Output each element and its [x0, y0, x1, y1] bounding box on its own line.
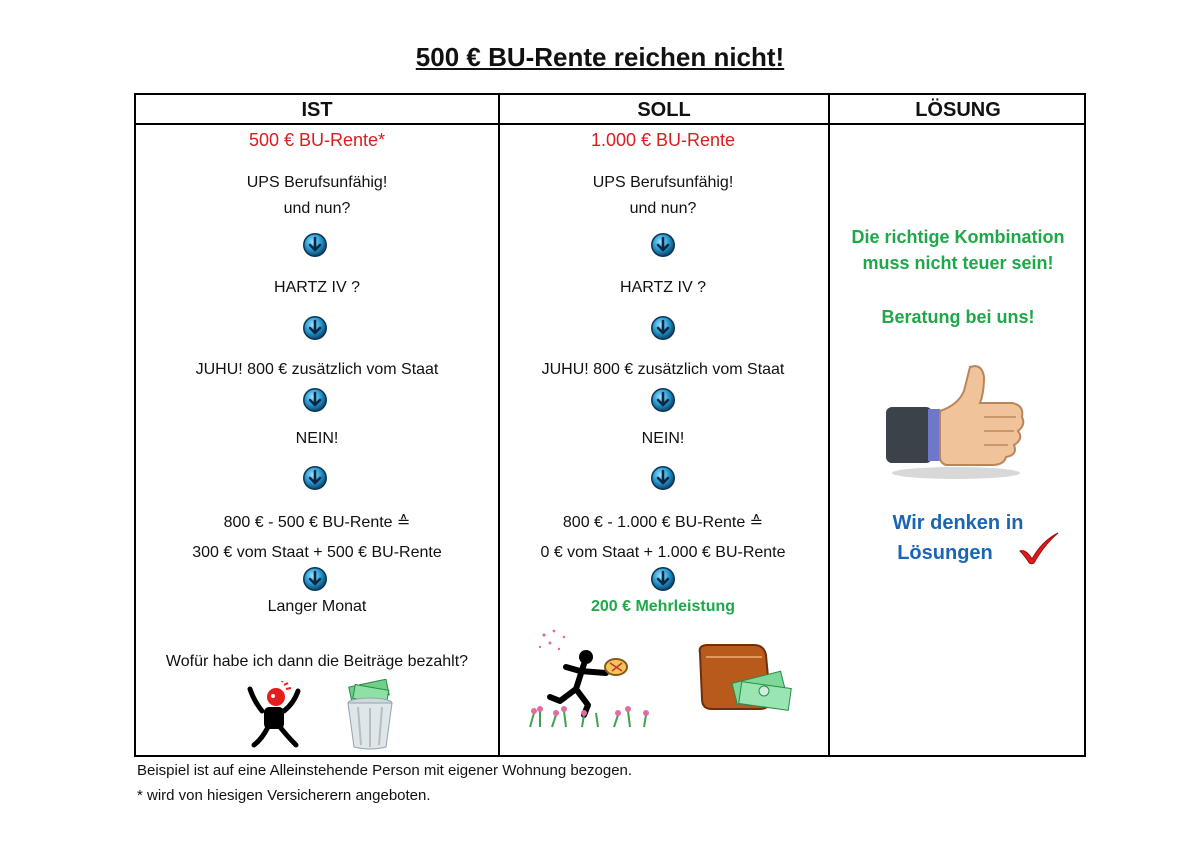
soll-juhu: JUHU! 800 € zusätzlich vom Staat: [541, 361, 785, 378]
loesung-line2: muss nicht teuer sein!: [862, 253, 1054, 273]
ist-line2: und nun?: [283, 200, 351, 217]
arrow-down-circle-icon: [302, 387, 328, 413]
ist-line1: UPS Berufsunfähig!: [246, 174, 388, 191]
page-title: 500 € BU-Rente reichen nicht!: [415, 42, 785, 72]
soll-calc1: 800 € - 1.000 € BU-Rente ≙: [562, 514, 764, 531]
loesung-line1: Die richtige Kombination: [851, 227, 1065, 247]
arrow-down-circle-icon: [302, 232, 328, 258]
arrow-down-circle-icon: [302, 566, 328, 592]
slogan-line1: Wir denken in: [892, 512, 1024, 534]
ist-rente: 500 € BU-Rente*: [248, 130, 386, 150]
ist-nein: NEIN!: [295, 430, 339, 447]
soll-nein: NEIN!: [641, 430, 685, 447]
arrow-down-circle-icon: [650, 232, 676, 258]
ist-question: Wofür habe ich dann die Beiträge bezahlt…: [165, 653, 469, 670]
wallet-money-icon: [698, 644, 792, 711]
column-divider: [498, 95, 500, 755]
slogan-line2: Lösungen: [897, 542, 993, 564]
loesung-line3: Beratung bei uns!: [881, 307, 1035, 327]
header-soll: SOLL: [500, 95, 828, 125]
arrow-down-circle-icon: [302, 465, 328, 491]
soll-result: 200 € Mehrleistung: [590, 598, 736, 615]
angry-stickman-icon: [247, 681, 301, 748]
header-ist: IST: [136, 95, 498, 125]
thumbs-up-icon: [886, 365, 1025, 479]
ist-juhu: JUHU! 800 € zusätzlich vom Staat: [195, 361, 439, 378]
footnote-1: Beispiel ist auf eine Alleinstehende Per…: [137, 762, 633, 779]
red-checkmark-icon: [1019, 532, 1059, 565]
comparison-table: IST SOLL LÖSUNG 500 € BU-Rente* UPS Beru…: [134, 93, 1086, 757]
money-trash-icon: [347, 679, 393, 750]
ist-result: Langer Monat: [267, 598, 367, 615]
soll-hartz: HARTZ IV ?: [620, 279, 706, 296]
soll-line1: UPS Berufsunfähig!: [592, 174, 734, 191]
ist-hartz: HARTZ IV ?: [274, 279, 360, 296]
arrow-down-circle-icon: [650, 465, 676, 491]
arrow-down-circle-icon: [650, 315, 676, 341]
soll-calc2: 0 € vom Staat + 1.000 € BU-Rente: [540, 544, 786, 561]
soll-line2: und nun?: [629, 200, 697, 217]
arrow-down-circle-icon: [302, 315, 328, 341]
arrow-down-circle-icon: [650, 566, 676, 592]
footnote-2: * wird von hiesigen Versicherern angebot…: [137, 787, 431, 804]
column-divider: [828, 95, 830, 755]
header-loesung: LÖSUNG: [830, 95, 1086, 125]
soll-rente: 1.000 € BU-Rente: [590, 130, 736, 150]
ist-calc1: 800 € - 500 € BU-Rente ≙: [223, 514, 411, 531]
ist-calc2: 300 € vom Staat + 500 € BU-Rente: [192, 544, 442, 561]
arrow-down-circle-icon: [650, 387, 676, 413]
running-stickman-icon: [529, 629, 649, 728]
